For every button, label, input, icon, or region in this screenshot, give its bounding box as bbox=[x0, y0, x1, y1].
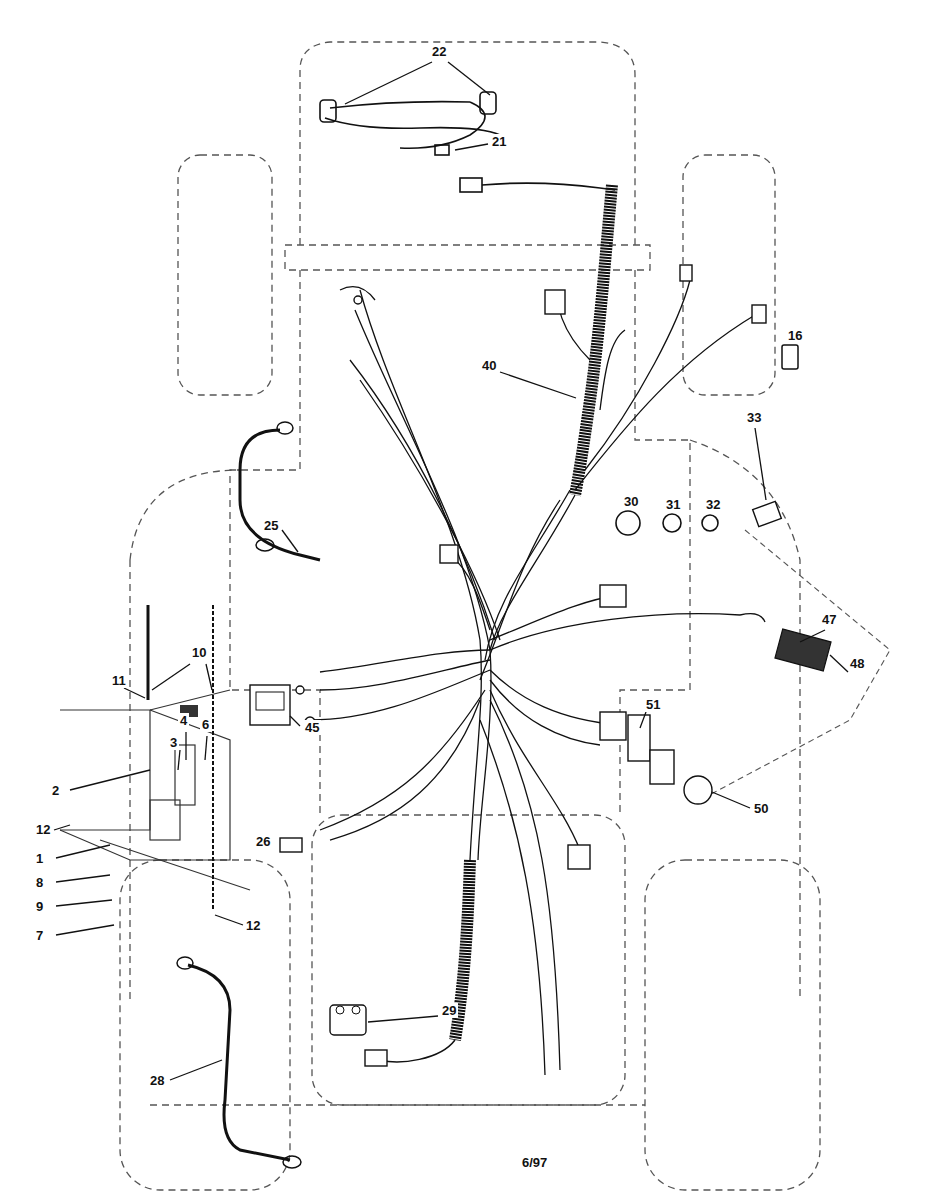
callout-number: 45 bbox=[303, 720, 321, 735]
callout-number: 25 bbox=[262, 518, 280, 533]
callout-number: 12 bbox=[244, 918, 262, 933]
callout-number: 33 bbox=[745, 410, 763, 425]
callout-number: 9 bbox=[34, 899, 45, 914]
callout-number: 12 bbox=[34, 822, 52, 837]
callout-number: 30 bbox=[622, 494, 640, 509]
callout-number: 3 bbox=[168, 735, 179, 750]
callout-number: 28 bbox=[148, 1073, 166, 1088]
callout-number: 11 bbox=[110, 673, 128, 688]
callout-number: 7 bbox=[34, 928, 45, 943]
callout-number: 10 bbox=[190, 645, 208, 660]
callout-number: 22 bbox=[430, 44, 448, 59]
callout-number: 48 bbox=[848, 656, 866, 671]
callout-number: 51 bbox=[644, 697, 662, 712]
callout-number: 1 bbox=[34, 851, 45, 866]
callout-number: 29 bbox=[440, 1003, 458, 1018]
callout-number: 40 bbox=[480, 358, 498, 373]
callout-number: 16 bbox=[786, 328, 804, 343]
callout-number: 31 bbox=[664, 497, 682, 512]
callout-number: 4 bbox=[178, 713, 189, 728]
callout-number: 6 bbox=[200, 717, 211, 732]
callout-number: 47 bbox=[820, 612, 838, 627]
callout-number: 32 bbox=[704, 497, 722, 512]
date-code: 6/97 bbox=[520, 1155, 549, 1170]
callout-number: 26 bbox=[254, 834, 272, 849]
callout-number: 50 bbox=[752, 801, 770, 816]
callout-number: 8 bbox=[34, 875, 45, 890]
callout-number: 2 bbox=[50, 783, 61, 798]
callout-number: 21 bbox=[490, 134, 508, 149]
